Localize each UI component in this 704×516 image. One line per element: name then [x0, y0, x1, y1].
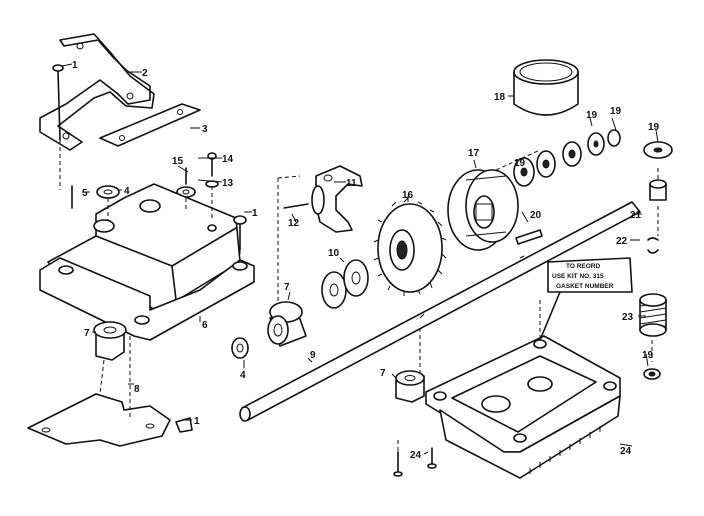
- note-line-2: USE KIT NO. 315: [552, 273, 604, 280]
- thrust-washers-part: [321, 259, 369, 309]
- callout-4-mid: 4: [240, 370, 246, 381]
- callout-18: 18: [494, 92, 506, 103]
- washer-part: [96, 185, 120, 199]
- callout-19-d: 19: [648, 122, 660, 133]
- callout-16: 16: [402, 190, 414, 201]
- callout-10: 10: [328, 248, 340, 259]
- spur-gear-part: [373, 197, 447, 296]
- hardware-stack: [176, 152, 219, 198]
- callout-19-e: 19: [642, 350, 654, 361]
- callout-13: 13: [222, 178, 234, 189]
- output-shaft-part: [239, 201, 641, 422]
- callout-19-b: 19: [586, 110, 598, 121]
- callout-4: 4: [124, 186, 130, 197]
- callout-7-lower: 7: [380, 368, 386, 379]
- bushing-part: [93, 321, 127, 361]
- callout-1-nut: 1: [252, 208, 258, 219]
- base-plate-part: [27, 393, 193, 447]
- callout-5: 5: [82, 188, 88, 199]
- bracket-part: [39, 33, 155, 151]
- callout-12: 12: [288, 218, 300, 229]
- callout-6: 6: [202, 320, 208, 331]
- callout-3: 3: [202, 124, 208, 135]
- callout-1-plate: 1: [194, 416, 200, 427]
- callout-20: 20: [530, 210, 542, 221]
- small-washer-part: [231, 337, 249, 359]
- callout-22: 22: [616, 236, 628, 247]
- worm-assembly-part: [639, 141, 673, 380]
- callout-14: 14: [222, 154, 234, 165]
- callout-21: 21: [630, 210, 642, 221]
- flanged-bushing-part: [267, 301, 307, 347]
- washer-stack-part: [513, 129, 621, 187]
- callout-24-b: 24: [620, 446, 632, 457]
- roll-pin-part: [283, 203, 309, 209]
- flat-strip-part: [99, 103, 201, 147]
- callout-11: 11: [346, 178, 357, 189]
- callout-8: 8: [134, 384, 140, 395]
- callout-19-c: 19: [610, 106, 622, 117]
- shift-fork-part: [311, 165, 363, 233]
- note-line-1: TO REORD: [566, 263, 600, 270]
- note-line-3: GASKET NUMBER: [556, 283, 614, 290]
- lower-bushing-part: [395, 370, 425, 403]
- callout-17: 17: [468, 148, 480, 159]
- callout-2: 2: [142, 68, 148, 79]
- key-part: [515, 229, 543, 245]
- callout-1: 1: [72, 60, 78, 71]
- callout-7-mid: 7: [284, 282, 290, 293]
- callout-23: 23: [622, 312, 634, 323]
- callout-7-left: 7: [84, 328, 90, 339]
- screws-part: [393, 447, 437, 477]
- callout-19-a: 19: [514, 158, 526, 169]
- upper-gear-case: [39, 183, 255, 341]
- lower-gear-case: [425, 335, 621, 479]
- screw-part: [52, 64, 64, 141]
- gasket-note: TO REORD USE KIT NO. 315 GASKET NUMBER: [539, 257, 633, 341]
- drum-part: [513, 59, 579, 116]
- callout-15: 15: [172, 156, 184, 167]
- callout-9: 9: [310, 350, 316, 361]
- callout-lines: [61, 63, 659, 455]
- callout-labels: 1 2 3 5 4 14 13 15 1 6 7 8 1 11 12 16 10…: [72, 60, 660, 461]
- clutch-collar-part: [447, 169, 519, 251]
- nut-part: [233, 215, 247, 251]
- callout-24-a: 24: [410, 450, 422, 461]
